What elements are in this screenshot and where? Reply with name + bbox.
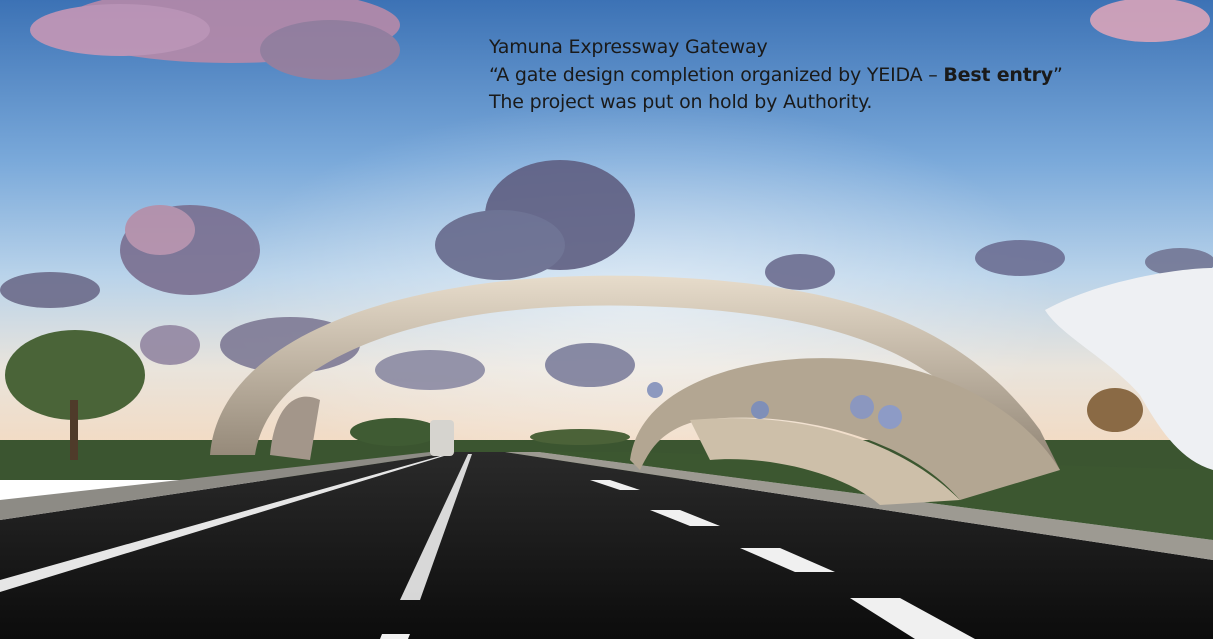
project-title: Yamuna Expressway Gateway [489,36,768,58]
best-entry-emphasis: Best entry [943,63,1053,86]
project-caption: Yamuna Expressway Gateway “A gate design… [489,34,1209,117]
project-status: The project was put on hold by Authority… [489,91,873,113]
competition-note-prefix: “A gate design completion organized by Y… [489,63,944,86]
gateway-arch [210,275,1060,505]
competition-note: “A gate design completion organized by Y… [489,62,1209,90]
competition-note-suffix: ” [1053,63,1063,86]
